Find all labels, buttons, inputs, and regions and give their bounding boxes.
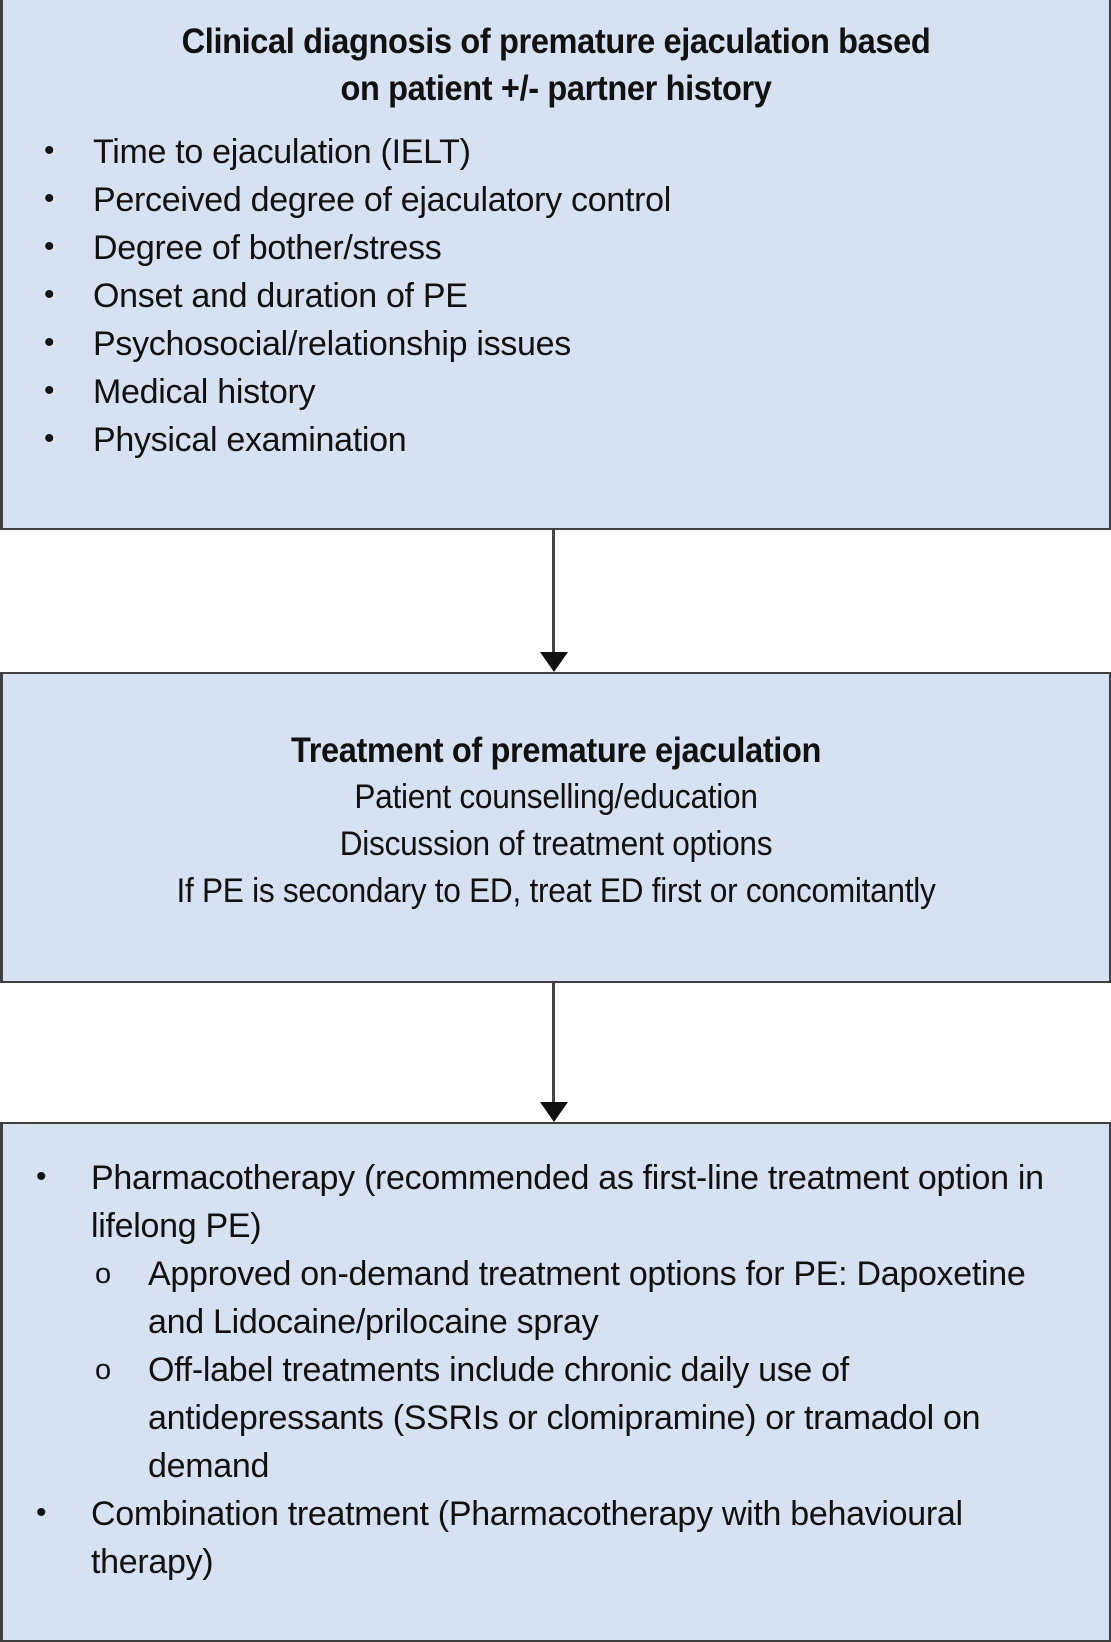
node-clinical-diagnosis-title: Clinical diagnosis of premature ejaculat…	[42, 18, 1071, 112]
list-item: Psychosocial/relationship issues	[44, 319, 1109, 368]
treatment-options-list: Pharmacotherapy (recommended as first-li…	[3, 1153, 1109, 1586]
list-item: Time to ejaculation (IELT)	[44, 127, 1109, 176]
connector-treatment-to-options	[552, 982, 555, 1104]
list-item: Combination treatment (Pharmacotherapy w…	[3, 1489, 1109, 1586]
arrow-down-icon	[540, 652, 568, 672]
node-clinical-diagnosis: Clinical diagnosis of premature ejaculat…	[0, 0, 1111, 530]
node-clinical-diagnosis-title-line-2: on patient +/- partner history	[340, 69, 772, 108]
list-item: Off-label treatments include chronic dai…	[3, 1346, 1109, 1490]
node-treatment-title: Treatment of premature ejaculation	[290, 731, 821, 770]
list-item: Onset and duration of PE	[44, 271, 1109, 320]
list-item: Medical history	[44, 367, 1109, 416]
pharmacotherapy-sub-list: Approved on-demand treatment options for…	[3, 1250, 1109, 1490]
node-treatment-line-3: If PE is secondary to ED, treat ED first…	[176, 872, 936, 910]
node-treatment-options: Pharmacotherapy (recommended as first-li…	[0, 1122, 1111, 1642]
node-treatment-line-1: Patient counselling/education	[354, 778, 758, 816]
connector-diagnosis-to-treatment	[552, 530, 555, 654]
list-item: Approved on-demand treatment options for…	[3, 1250, 1109, 1346]
list-item: Degree of bother/stress	[44, 223, 1109, 272]
clinical-diagnosis-bullet-list: Time to ejaculation (IELT) Perceived deg…	[3, 127, 1109, 464]
node-treatment: Treatment of premature ejaculation Patie…	[0, 672, 1111, 983]
arrow-down-icon	[540, 1102, 568, 1122]
list-item: Physical examination	[44, 415, 1109, 464]
node-treatment-line-2: Discussion of treatment options	[339, 825, 773, 863]
list-item: Perceived degree of ejaculatory control	[44, 175, 1109, 224]
list-item: Pharmacotherapy (recommended as first-li…	[3, 1153, 1109, 1250]
node-clinical-diagnosis-title-line-1: Clinical diagnosis of premature ejaculat…	[181, 22, 931, 61]
